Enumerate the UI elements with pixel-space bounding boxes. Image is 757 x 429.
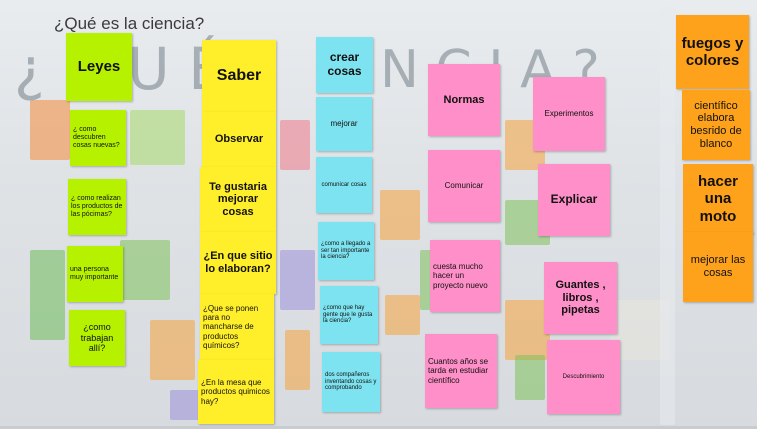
background-photo-note — [130, 110, 185, 165]
note-mejorar-cosas[interactable]: mejorar las cosas — [683, 232, 753, 302]
note-observar[interactable]: Observar — [202, 112, 276, 167]
board-title: ¿Qué es la ciencia? — [54, 14, 205, 33]
background-photo-note — [505, 300, 550, 360]
background-photo-note — [660, 5, 675, 425]
note-crear-cosas[interactable]: crear cosas — [316, 37, 373, 93]
background-photo-note — [380, 190, 420, 240]
background-photo-note — [120, 240, 170, 300]
note-cuantos-anos[interactable]: Cuantos años se tarda en estudiar cientí… — [425, 334, 497, 408]
note-como-que-hay-gente[interactable]: ¿como que hay gente que le gusta la cien… — [320, 286, 378, 344]
note-que-se-ponen[interactable]: ¿Que se ponen para no mancharse de produ… — [200, 294, 274, 360]
background-photo-note — [515, 355, 545, 400]
note-fuegos[interactable]: fuegos y colores — [676, 15, 749, 89]
note-te-gustaria[interactable]: Te gustaria mejorar cosas — [200, 167, 276, 232]
note-leyes[interactable]: Leyes — [66, 33, 132, 101]
note-experimentos[interactable]: Experimentos — [533, 77, 605, 151]
note-como-realizan[interactable]: ¿ como realizan los productos de las póc… — [68, 179, 126, 235]
note-explicar[interactable]: Explicar — [538, 164, 610, 236]
note-hacer-moto[interactable]: hacer una moto — [683, 164, 753, 234]
note-comunicar[interactable]: Comunicar — [428, 150, 500, 222]
note-normas[interactable]: Normas — [428, 64, 500, 136]
background-photo-note — [30, 100, 70, 160]
note-cientifico-elabora[interactable]: científico elabora besrido de blanco — [682, 90, 750, 160]
note-mejorar[interactable]: mejorar — [316, 97, 372, 151]
note-dos-companeros[interactable]: dos compañeros inventando cosas y compro… — [322, 352, 380, 412]
background-photo-note — [280, 250, 315, 310]
board-bottom-edge — [0, 426, 757, 429]
background-photo-note — [30, 250, 65, 340]
note-como-descubren[interactable]: ¿ como descubren cosas nuevas? — [70, 110, 126, 166]
note-en-que-sitio[interactable]: ¿En que sitio lo elaboran? — [200, 232, 276, 294]
note-cuesta-mucho[interactable]: cuesta mucho hacer un proyecto nuevo — [430, 240, 500, 312]
background-photo-note — [385, 295, 420, 335]
note-persona-importante[interactable]: una persona muy importante — [67, 246, 123, 302]
note-comunicar-cosas[interactable]: comunicar cosas — [316, 157, 372, 213]
background-photo-note — [285, 330, 310, 390]
note-descubrimiento[interactable]: Descubrimiento — [547, 340, 620, 414]
background-photo-note — [150, 320, 195, 380]
note-guantes[interactable]: Guantes , libros , pipetas — [544, 262, 617, 334]
note-en-la-mesa[interactable]: ¿En la mesa que productos quimicos hay? — [198, 360, 274, 424]
note-como-trabajan[interactable]: ¿como trabajan allí? — [69, 310, 125, 366]
note-como-a-llegado[interactable]: ¿como a llegado a ser tan importante la … — [318, 222, 374, 280]
note-saber[interactable]: Saber — [202, 40, 276, 112]
background-photo-note — [280, 120, 310, 170]
